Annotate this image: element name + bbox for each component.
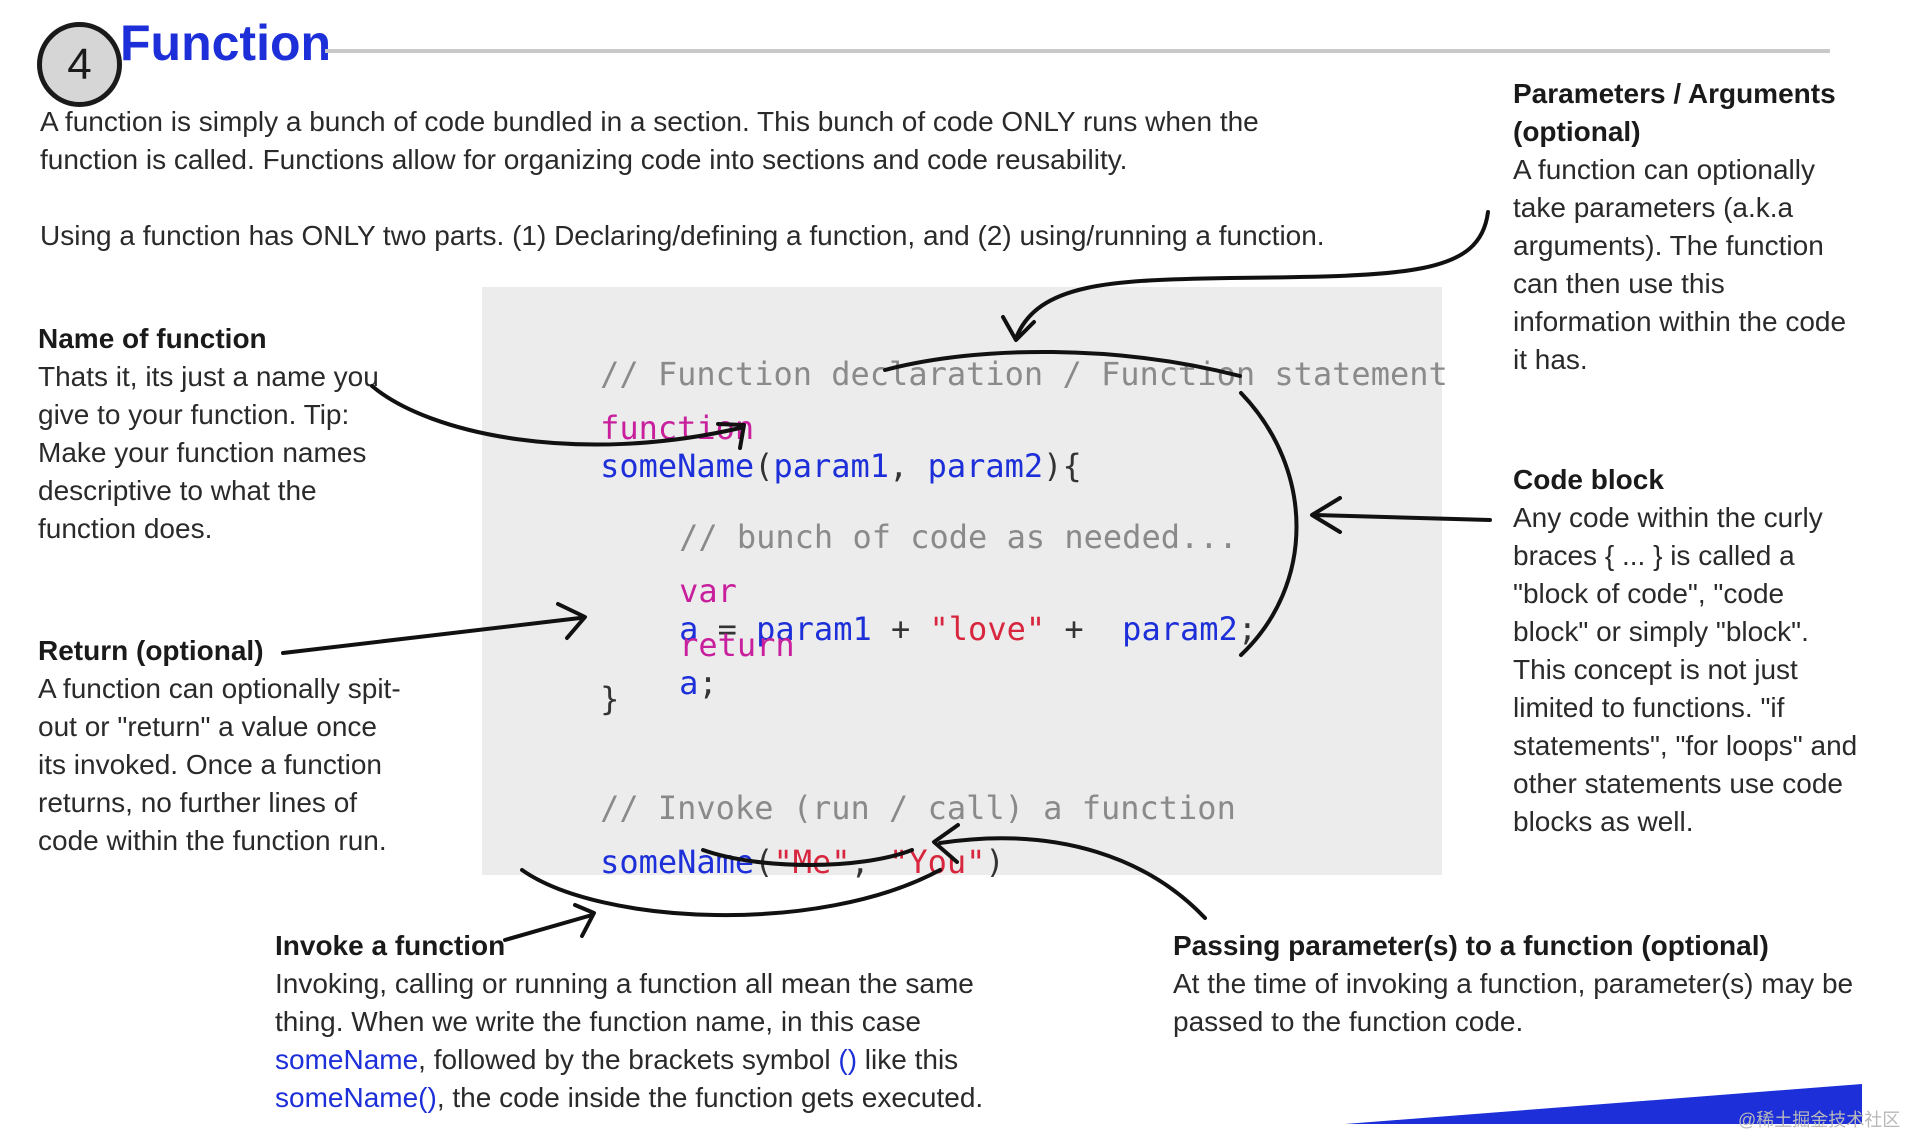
code-line-return: return a; xyxy=(602,588,795,740)
annotation-body: Any code within the curly braces { ... }… xyxy=(1513,502,1858,837)
inline-function-call: someName() xyxy=(275,1082,437,1113)
code-comment: // bunch of code as needed... xyxy=(679,518,1238,556)
annotation-parameters: Parameters / Arguments (optional) A func… xyxy=(1513,75,1853,379)
annotation-passing-parameters: Passing parameter(s) to a function (opti… xyxy=(1173,927,1873,1041)
code-param2: param2 xyxy=(1122,610,1238,648)
annotation-return: Return (optional) A function can optiona… xyxy=(38,632,408,860)
watermark: @稀土掘金技术社区 xyxy=(1738,1110,1901,1130)
section-number: 4 xyxy=(67,39,92,89)
annotation-invoke-function: Invoke a function Invoking, calling or r… xyxy=(275,927,1035,1117)
code-keyword-var: var xyxy=(679,572,737,610)
code-plus: + xyxy=(871,610,930,648)
annotation-body: At the time of invoking a function, para… xyxy=(1173,968,1854,1037)
annotation-body-text: Invoking, calling or running a function … xyxy=(275,968,974,1037)
code-semicolon: ; xyxy=(698,664,718,702)
annotation-body: A function can optionally spit-out or "r… xyxy=(38,673,401,856)
annotation-heading: Passing parameter(s) to a function (opti… xyxy=(1173,930,1769,961)
code-line-body-comment: // bunch of code as needed... xyxy=(602,480,1238,594)
page-title: Function xyxy=(120,15,332,71)
code-close-brace: } xyxy=(600,680,620,718)
code-var-a: a xyxy=(679,610,699,648)
annotation-body: Invoking, calling or running a function … xyxy=(275,965,1035,1117)
annotation-body-text: like this xyxy=(857,1044,959,1075)
annotation-heading: Code block xyxy=(1513,464,1664,495)
code-plus: + xyxy=(1045,610,1123,648)
annotation-heading: Return (optional) xyxy=(38,635,264,666)
code-equals: = xyxy=(698,610,757,648)
annotation-heading: Name of function xyxy=(38,323,267,354)
code-paren-open: ( xyxy=(754,447,774,485)
code-return-a: a xyxy=(679,664,699,702)
code-paren-close-brace: ){ xyxy=(1043,447,1082,485)
inline-brackets: () xyxy=(838,1044,858,1075)
annotation-code-block: Code block Any code within the curly bra… xyxy=(1513,461,1863,841)
code-comment: // Invoke (run / call) a function xyxy=(600,789,1236,827)
annotation-body-text: , the code inside the function gets exec… xyxy=(436,1082,984,1113)
code-comma: , xyxy=(889,447,928,485)
annotation-name-of-function: Name of function Thats it, its just a na… xyxy=(38,320,408,548)
annotation-body: Thats it, its just a name you give to yo… xyxy=(38,361,379,544)
section-number-badge: 4 xyxy=(37,22,122,107)
code-param1: param1 xyxy=(773,447,890,485)
code-param1: param1 xyxy=(756,610,872,648)
intro-paragraph-1: A function is simply a bunch of code bun… xyxy=(40,106,1259,175)
code-keyword-return: return xyxy=(679,626,795,664)
annotation-body: A function can optionally take parameter… xyxy=(1513,154,1847,375)
code-line-close-brace: } xyxy=(523,642,619,756)
annotation-heading: Parameters / Arguments (optional) xyxy=(1513,78,1836,147)
inline-function-name: someName xyxy=(275,1044,419,1075)
code-string-love: "love" xyxy=(929,610,1046,648)
code-line-invoke-comment: // Invoke (run / call) a function xyxy=(523,751,1236,865)
annotation-heading: Invoke a function xyxy=(275,930,506,961)
annotation-body-text: , followed by the brackets symbol xyxy=(418,1044,839,1075)
code-function-name: someName xyxy=(600,447,755,485)
title-divider xyxy=(325,49,1830,53)
accent-wedge xyxy=(1345,1084,1862,1124)
code-param2: param2 xyxy=(927,447,1044,485)
